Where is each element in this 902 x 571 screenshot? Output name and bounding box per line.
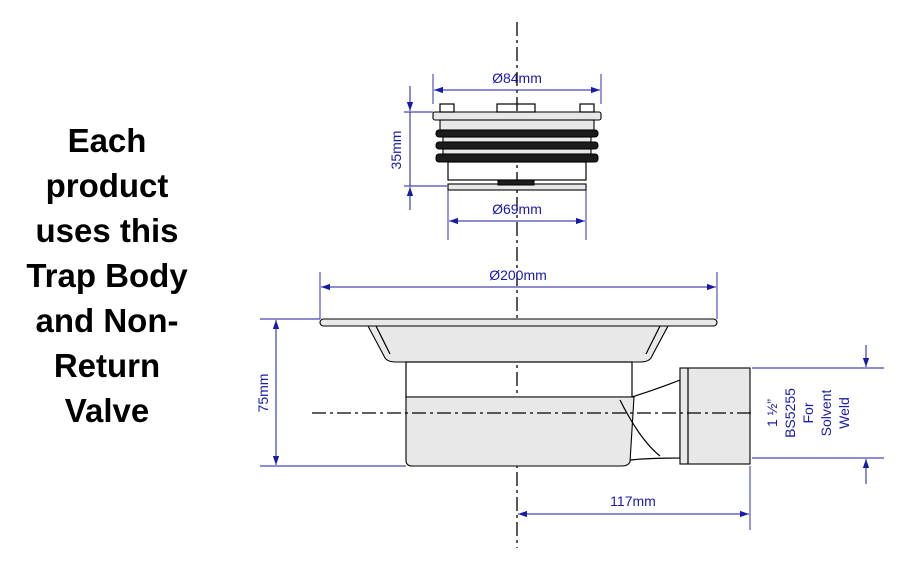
outlet-solvent-label: Solvent — [818, 390, 834, 437]
caption-text: Each product uses this Trap Body and Non… — [0, 118, 214, 433]
seal-ring-1 — [435, 129, 599, 138]
offset-117-label: 117mm — [610, 493, 656, 509]
seal-spacer-1 — [442, 136, 592, 143]
seal-ring-3 — [435, 153, 599, 163]
top-diameter-label: Ø84mm — [492, 70, 542, 86]
outlet-standard-label: BS5255 — [782, 388, 798, 438]
bottom-diameter-label: Ø69mm — [492, 201, 542, 217]
height-35-label: 35mm — [388, 131, 404, 170]
valve-stem — [497, 179, 535, 186]
height-75-dimension: 75mm — [255, 318, 406, 467]
seal-spacer-2 — [442, 148, 592, 155]
offset-117-dimension: 117mm — [518, 466, 751, 530]
grating-centre-cap — [496, 103, 536, 113]
trap-body — [319, 318, 751, 467]
grating-lug-right — [579, 103, 595, 113]
caption-line-6: Return — [53, 347, 161, 384]
top-diameter-dimension: Ø84mm — [432, 70, 602, 104]
trap-outlet-socket — [679, 367, 751, 465]
seal-ring-2 — [435, 141, 599, 150]
trap-lower-body — [405, 396, 635, 467]
height-75-label: 75mm — [255, 374, 271, 413]
caption-line-5: and Non- — [35, 302, 179, 339]
grating-valve-assembly — [432, 103, 602, 191]
flange-diameter-dimension: Ø200mm — [319, 267, 718, 319]
height-35-dimension: 35mm — [388, 86, 447, 210]
trap-flange — [319, 318, 718, 327]
flange-diameter-label: Ø200mm — [489, 267, 547, 283]
grating-top-plate — [432, 111, 602, 121]
outlet-weld-label: Weld — [836, 397, 852, 429]
trap-outlet-pipe — [629, 379, 681, 461]
outlet-size-dimension: 1 ½” BS5255 For Solvent Weld — [752, 345, 884, 484]
trap-upper-body — [405, 361, 633, 398]
bottom-diameter-dimension: Ø69mm — [447, 190, 587, 240]
trap-funnel — [367, 325, 669, 363]
caption-line-3: uses this — [35, 212, 179, 249]
valve-collar — [439, 119, 595, 131]
caption-line-2: product — [45, 167, 169, 204]
outlet-for-label: For — [800, 402, 816, 423]
outlet-size-label: 1 ½” — [764, 399, 780, 427]
caption-line-7: Valve — [64, 392, 150, 429]
grating-lug-left — [439, 103, 455, 113]
caption-line-1: Each — [67, 122, 147, 159]
caption-line-4: Trap Body — [26, 257, 188, 294]
